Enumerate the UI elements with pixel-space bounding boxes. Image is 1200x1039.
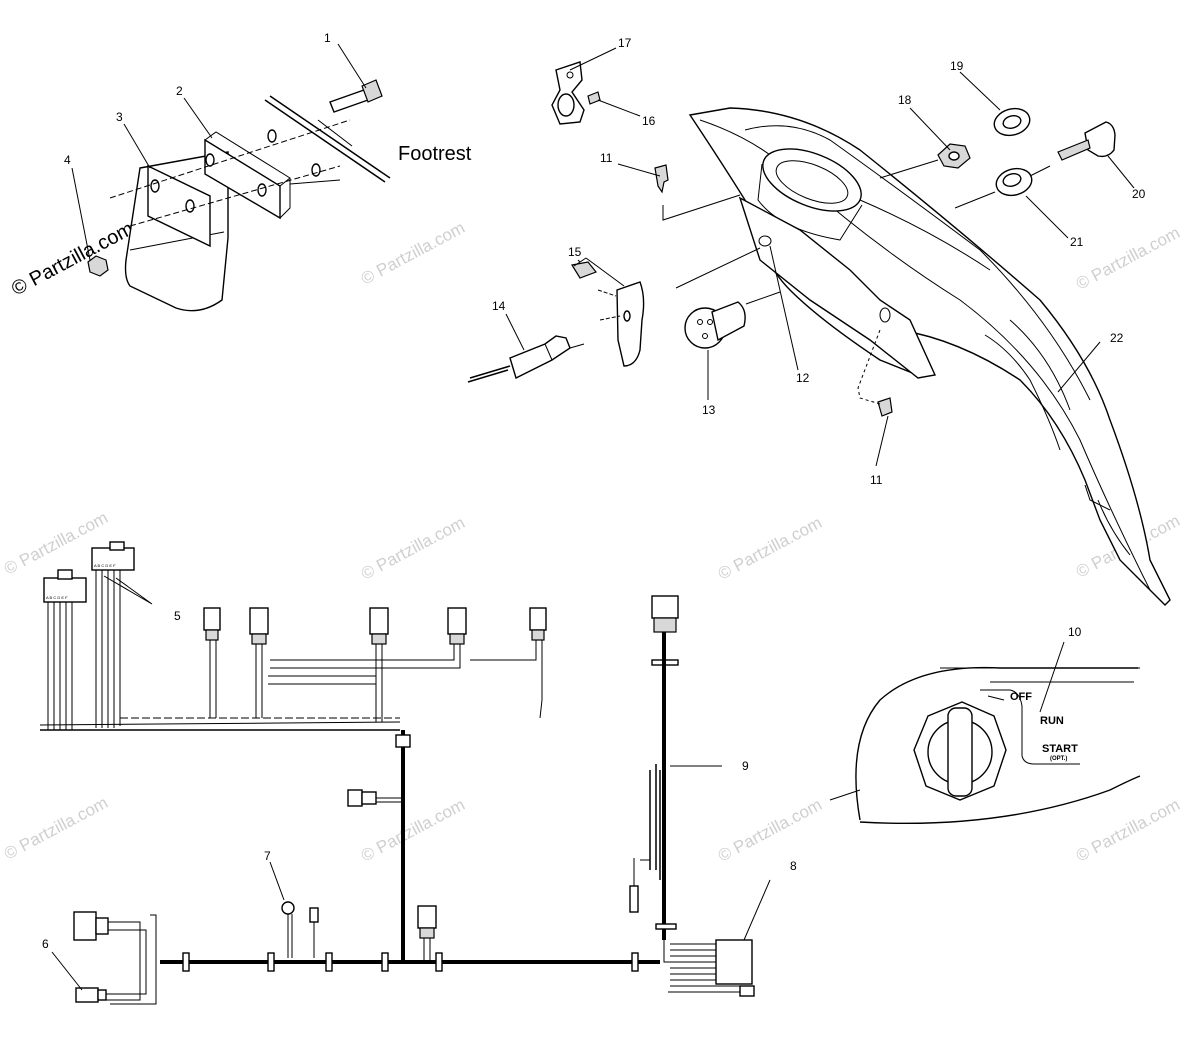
key [1084,121,1116,158]
callout-22: 22 [1110,331,1124,345]
callout-6: 6 [42,937,49,951]
watermark: © Partzilla.com [358,795,468,866]
console-panel [688,107,1171,606]
connector-row [203,607,547,645]
callout-21: 21 [1070,235,1084,249]
callout-16: 16 [642,114,656,128]
callout-group: 1 2 3 4 Footrest 17 16 11 15 14 13 12 11… [64,31,1146,487]
callout-4: 4 [64,153,71,167]
callout-15: 15 [568,245,582,259]
footrest-assembly [87,79,391,312]
footrest-label: Footrest [398,143,472,165]
callout-12: 12 [796,371,810,385]
callout-5: 5 [174,609,181,623]
connector [43,577,87,603]
mounting-plate [147,164,211,248]
callout-3: 3 [116,110,123,124]
callout-20: 20 [1132,187,1146,201]
callout-19: 19 [950,59,964,73]
watermark: © Partzilla.com [715,513,825,584]
choke-knob [616,281,645,367]
watermark-copyright: © Partzilla.com [8,218,137,301]
callout-11-top: 11 [600,151,613,165]
ignition-switch-detail: OFF RUN START (OPT.) 10 [829,625,1141,825]
position-off: OFF [1010,691,1032,703]
callout-10: 10 [1068,625,1082,639]
key-switch-parts [879,107,1116,209]
harness-ticks [182,952,639,972]
watermark: © Partzilla.com [1073,223,1183,294]
position-start: START [1042,743,1078,755]
callout-2: 2 [176,84,183,98]
watermark: © Partzilla.com [1,793,111,864]
callout-1: 1 [324,31,331,45]
screw [877,397,893,417]
watermark: © Partzilla.com [1073,795,1183,866]
callout-11-bottom: 11 [870,473,883,487]
pin [571,261,597,279]
connector [715,939,753,985]
ring-terminal [281,901,295,915]
screw [654,164,669,194]
watermark: © Partzilla.com [715,795,825,866]
wiring-harness: A B C D E F A B C D E F 5 [39,541,797,1005]
bolt [329,89,369,113]
watermark: © Partzilla.com [358,218,468,289]
switch-knob [947,707,973,797]
callout-8: 8 [790,859,797,873]
console-assembly [688,107,1171,606]
switch-parts [467,61,893,417]
callout-9: 9 [742,759,749,773]
callout-17: 17 [618,36,632,50]
svg-text:A B C D E F: A B C D E F [94,563,116,568]
position-opt: (OPT.) [1050,756,1067,762]
position-run: RUN [1040,715,1064,727]
callout-13: 13 [702,403,716,417]
screw [587,91,601,105]
nut [87,255,109,277]
callout-18: 18 [898,93,912,107]
callout-7: 7 [264,849,271,863]
console-cup [762,148,862,212]
svg-text:A B C D E F: A B C D E F [46,595,68,600]
choke-cable [509,335,571,379]
callout-14: 14 [492,299,506,313]
watermark: © Partzilla.com [358,513,468,584]
connector [651,595,679,619]
connector [73,911,97,941]
